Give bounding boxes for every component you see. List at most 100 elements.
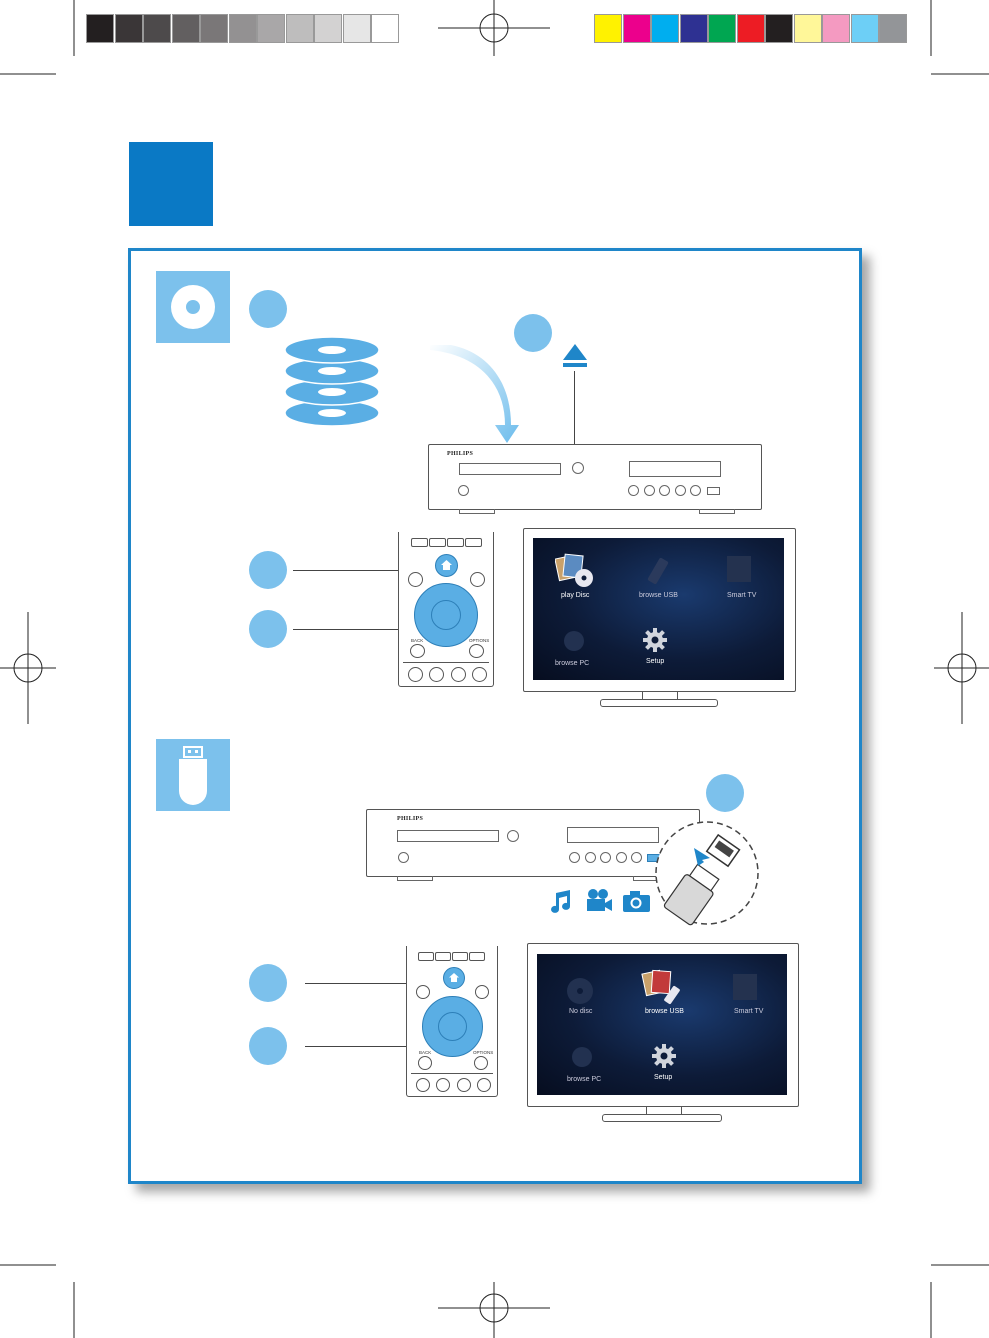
color-key-2[interactable] (429, 538, 446, 547)
remote-right-key[interactable] (470, 572, 485, 587)
power-button[interactable] (458, 485, 469, 496)
color-key-2b[interactable] (435, 952, 451, 961)
pause-button[interactable] (451, 667, 466, 682)
network-icon (572, 1047, 592, 1067)
ok-button[interactable] (431, 600, 461, 630)
step-badge-7 (249, 1027, 287, 1065)
home-leader-line-2 (305, 983, 444, 984)
menu-item-browse-usb[interactable]: browse USB (639, 592, 678, 599)
color-swatch (622, 14, 651, 43)
menu-item-smart-tv[interactable]: Smart TV (727, 592, 757, 599)
eject-button-2[interactable] (507, 830, 519, 842)
back-label: BACK (411, 638, 424, 643)
front-panel-button[interactable] (674, 485, 686, 496)
gear-icon (643, 628, 667, 652)
front-panel-button[interactable] (584, 852, 596, 863)
home-button-2[interactable] (443, 967, 465, 989)
usb-photo-icon (641, 969, 680, 1005)
front-panel-button[interactable] (569, 852, 580, 863)
previous-button[interactable] (408, 667, 423, 682)
menu-item-no-disc[interactable]: No disc (569, 1008, 593, 1015)
color-key-4[interactable] (465, 538, 482, 547)
step-badge-3 (249, 551, 287, 589)
tv-stand (600, 699, 718, 707)
color-key-3[interactable] (447, 538, 464, 547)
remote-left-key-2[interactable] (416, 985, 430, 999)
color-swatch (765, 14, 793, 43)
chapter-number-block (129, 142, 213, 226)
home-leader-line (293, 570, 443, 571)
menu-item-setup-2[interactable]: Setup (654, 1074, 673, 1081)
previous-button-2[interactable] (416, 1078, 430, 1092)
menu-item-play-disc[interactable]: play Disc (561, 592, 590, 599)
usb-port[interactable] (707, 487, 720, 495)
color-swatch (200, 14, 228, 43)
eject-button[interactable] (572, 462, 584, 474)
options-button-2[interactable] (474, 1056, 488, 1070)
back-label-2: BACK (419, 1050, 432, 1055)
front-panel-button[interactable] (615, 852, 627, 863)
disc-icon (171, 285, 215, 329)
color-swatch (651, 14, 679, 43)
front-panel-button[interactable] (690, 485, 701, 496)
color-swatch (822, 14, 850, 43)
usb-disc-player: PHILIPS (366, 809, 700, 881)
player-brand-logo-2: PHILIPS (397, 816, 424, 822)
pause-button-2[interactable] (457, 1078, 471, 1092)
color-swatch (736, 14, 765, 43)
player-foot-left-2 (397, 876, 433, 881)
tv-disc-menu: play Disc browse USB Smart TV browse PC … (523, 528, 796, 707)
step-badge-5 (706, 774, 744, 812)
step-badge-6 (249, 964, 287, 1002)
menu-item-browse-pc-2[interactable]: browse PC (567, 1076, 602, 1083)
remote-left-key[interactable] (408, 572, 423, 587)
menu-item-setup[interactable]: Setup (646, 658, 665, 665)
options-button[interactable] (469, 644, 484, 658)
back-button[interactable] (410, 644, 425, 658)
power-button-2[interactable] (398, 852, 409, 863)
front-panel-button[interactable] (631, 852, 642, 863)
next-button-2[interactable] (477, 1078, 491, 1092)
nav-leader-line (293, 629, 430, 630)
home-icon-2 (449, 973, 459, 982)
play-button-2[interactable] (436, 1078, 450, 1092)
usb-insert-zoom (655, 821, 759, 926)
step-badge-4 (249, 610, 287, 648)
tv-screen: play Disc browse USB Smart TV browse PC … (533, 538, 784, 680)
color-swatch (708, 14, 736, 43)
insert-arrow-icon (430, 345, 519, 443)
front-panel-button[interactable] (628, 485, 639, 496)
color-key-1[interactable] (411, 538, 428, 547)
front-display-2 (567, 827, 659, 843)
remote-right-key-2[interactable] (475, 985, 489, 999)
next-button[interactable] (472, 667, 487, 682)
menu-item-smart-tv-2[interactable]: Smart TV (734, 1008, 764, 1015)
menu-item-browse-usb-2[interactable]: browse USB (645, 1008, 684, 1015)
front-panel-button[interactable] (600, 852, 611, 863)
usb-icon (647, 557, 669, 585)
color-key-4b[interactable] (469, 952, 485, 961)
player-foot-right (699, 509, 735, 514)
disc-icon (567, 978, 593, 1004)
color-swatch (314, 14, 342, 43)
nav-leader-line-2 (305, 1046, 441, 1047)
color-key-3b[interactable] (452, 952, 468, 961)
color-swatch (342, 14, 371, 43)
step-badge-1 (249, 290, 287, 328)
ok-button-2[interactable] (438, 1012, 467, 1041)
front-panel-button[interactable] (643, 485, 655, 496)
color-swatch (257, 14, 285, 43)
disc-tray-slot-2 (397, 830, 499, 842)
play-button[interactable] (429, 667, 444, 682)
home-button[interactable] (435, 554, 458, 577)
color-swatch (879, 14, 907, 43)
menu-item-browse-pc[interactable]: browse PC (555, 660, 590, 667)
front-panel-button[interactable] (659, 485, 670, 496)
remote-control: BACK OPTIONS (398, 532, 494, 687)
music-note-icon (551, 890, 571, 913)
back-button-2[interactable] (418, 1056, 432, 1070)
color-key-1b[interactable] (418, 952, 434, 961)
smart-tv-icon (727, 556, 751, 582)
eject-icon (563, 344, 587, 367)
